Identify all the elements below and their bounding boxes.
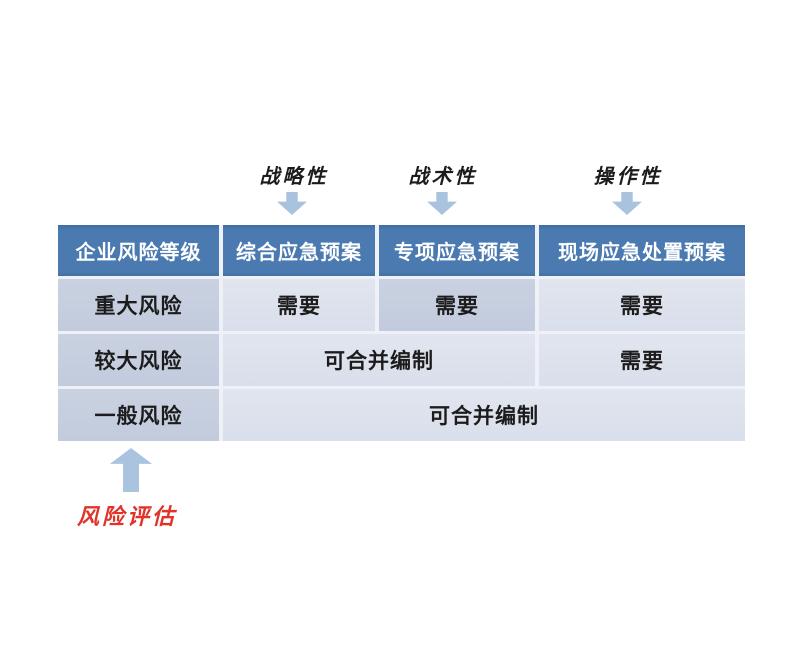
cell-major-special: 需要 <box>379 279 535 331</box>
row-label-larger-risk: 较大风险 <box>58 334 219 386</box>
row-label-general-risk: 一般风险 <box>58 389 219 441</box>
up-arrow-icon <box>110 448 152 492</box>
cell-major-comprehensive: 需要 <box>223 279 375 331</box>
risk-plan-table: 企业风险等级 综合应急预案 专项应急预案 现场应急处置预案 重大风险 需要 需要… <box>58 225 745 441</box>
header-onsite-plan: 现场应急处置预案 <box>539 225 745 276</box>
header-risk-level: 企业风险等级 <box>58 225 219 276</box>
header-special-plan: 专项应急预案 <box>379 225 535 276</box>
top-label-operational: 操作性 <box>593 164 663 188</box>
cell-general-merged: 可合并编制 <box>223 389 745 441</box>
top-label-tactical: 战术性 <box>408 164 478 188</box>
cell-larger-merged: 可合并编制 <box>223 334 535 386</box>
header-comprehensive-plan: 综合应急预案 <box>223 225 375 276</box>
cell-major-onsite: 需要 <box>539 279 745 331</box>
top-label-strategic: 战略性 <box>259 164 329 188</box>
cell-larger-onsite: 需要 <box>539 334 745 386</box>
risk-assessment-label: 风险评估 <box>77 504 178 530</box>
down-arrow-icon <box>612 192 642 215</box>
down-arrow-icon <box>277 192 307 215</box>
down-arrow-icon <box>427 192 457 215</box>
row-label-major-risk: 重大风险 <box>58 279 219 331</box>
